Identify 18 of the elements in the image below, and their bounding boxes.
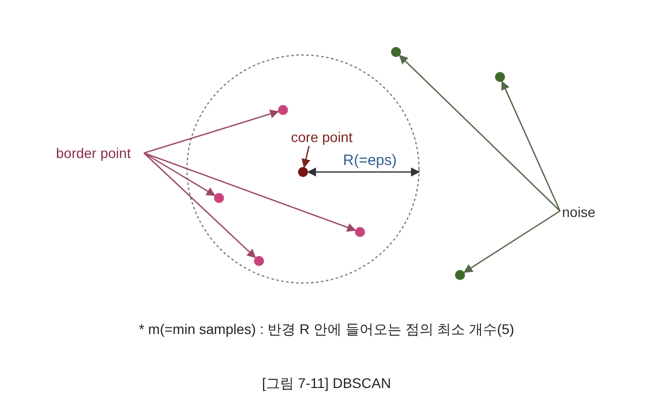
- arrow: [144, 152, 256, 258]
- arrow: [144, 152, 356, 232]
- edge-label: R(=eps): [343, 152, 397, 170]
- arrow: [501, 80, 561, 212]
- point-dot: [455, 270, 465, 280]
- point-dot: [355, 227, 365, 237]
- point-dot: [298, 167, 308, 177]
- arrow: [463, 210, 560, 273]
- arrow: [302, 146, 310, 168]
- point-dot: [254, 256, 264, 266]
- point-dot: [495, 72, 505, 82]
- point-dot: [214, 193, 224, 203]
- point-dot: [278, 105, 288, 115]
- arrow: [307, 168, 420, 176]
- arrow: [398, 54, 560, 212]
- point-dot: [391, 47, 401, 57]
- dashed-circle: [186, 54, 420, 284]
- arrow: [144, 110, 280, 154]
